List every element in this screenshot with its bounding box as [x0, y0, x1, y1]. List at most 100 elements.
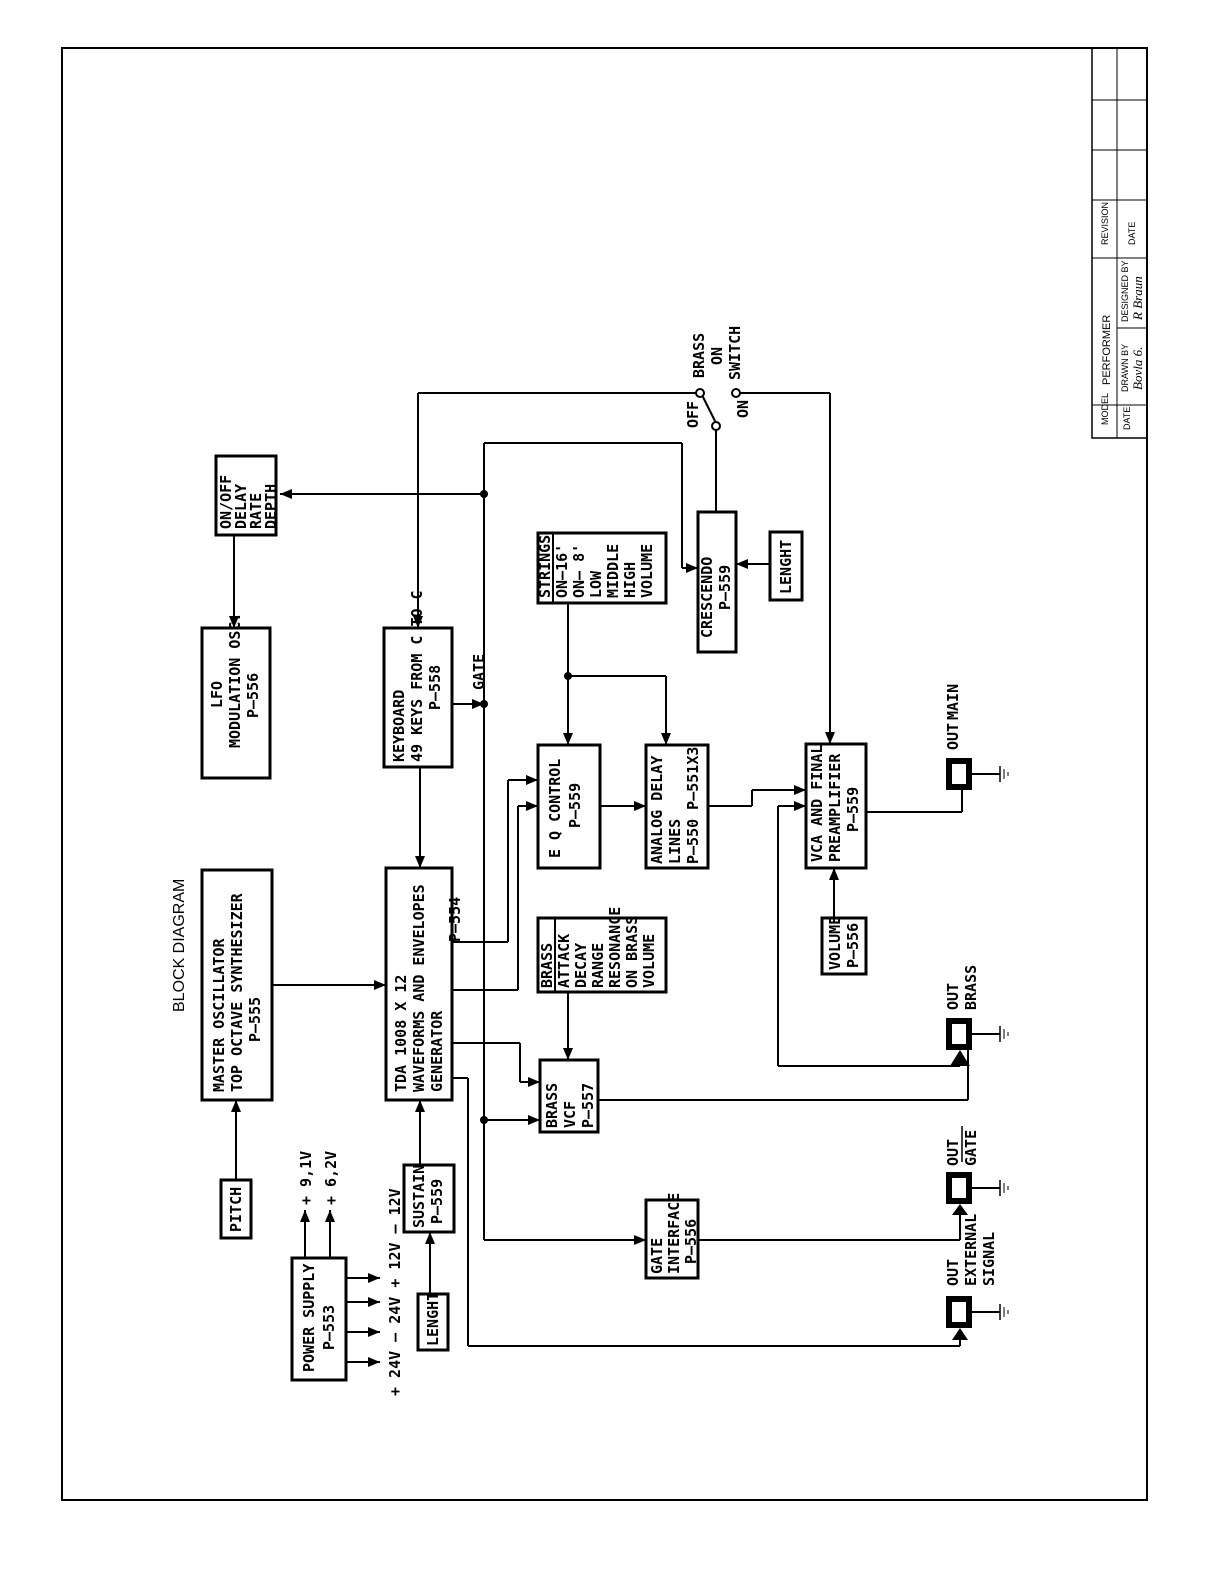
svg-text:MAIN: MAIN [944, 684, 962, 720]
gate-label: GATE [470, 654, 488, 690]
svg-text:RANGE: RANGE [589, 943, 607, 988]
svg-text:LOW: LOW [587, 570, 605, 598]
svg-text:OUT: OUT [944, 1259, 962, 1286]
svg-text:CRESCENDO: CRESCENDO [698, 557, 716, 638]
svg-text:BRASS: BRASS [538, 943, 556, 988]
junctions [480, 490, 572, 1124]
svg-text:LENGHT: LENGHT [777, 540, 795, 594]
svg-text:MODULATION OSC.: MODULATION OSC. [226, 613, 244, 748]
volume-block: VOLUME P—556 [820, 916, 868, 976]
brass-switch-label-1: BRASS [690, 333, 708, 378]
svg-text:P—559: P—559 [716, 565, 734, 610]
svg-text:STRINGS: STRINGS [536, 535, 554, 598]
svg-text:DELAY: DELAY [232, 484, 250, 529]
svg-text:P—553: P—553 [320, 1305, 338, 1350]
vca-preamplifier-block: VCA AND FINAL PREAMPLIFIER P—559 [804, 742, 868, 870]
svg-text:MASTER OSCILLATOR: MASTER OSCILLATOR [210, 938, 228, 1092]
model-label: MODEL [1100, 393, 1110, 425]
brass-controls-block: BRASS ATTACK DECAY RANGE RESONANCE ON BR… [536, 907, 668, 994]
drawn-by-signature: Bovla 6. [1130, 347, 1145, 390]
brass-switch-label-2: ON [708, 347, 726, 365]
svg-text:VOLUME: VOLUME [638, 544, 656, 598]
svg-text:PITCH: PITCH [227, 1187, 245, 1232]
svg-text:P—559: P—559 [566, 783, 584, 828]
svg-text:SUSTAIN: SUSTAIN [410, 1165, 428, 1228]
svg-text:MIDDLE: MIDDLE [604, 544, 622, 598]
svg-text:P—558: P—558 [426, 665, 444, 710]
gate-interface-block: GATE INTERFACE P—556 [644, 1193, 700, 1280]
eq-control-block: E Q CONTROL P—559 [536, 743, 602, 870]
svg-text:LENGHT: LENGHT [424, 1292, 442, 1346]
svg-text:VCF: VCF [561, 1101, 579, 1128]
wires [233, 392, 969, 1363]
svg-text:VOLUME: VOLUME [826, 916, 844, 970]
svg-text:ON— 8': ON— 8' [570, 544, 588, 598]
svg-text:ON/OFF: ON/OFF [217, 475, 235, 529]
pitch-block: PITCH [219, 1178, 253, 1240]
svg-text:BRASS: BRASS [543, 1083, 561, 1128]
power-supply-block: POWER SUPPLY P—553 [290, 1256, 348, 1382]
svg-text:SIGNAL: SIGNAL [980, 1232, 998, 1286]
svg-text:P—555: P—555 [246, 997, 264, 1042]
svg-text:P—559: P—559 [844, 787, 862, 832]
svg-text:49 KEYS FROM C TO C: 49 KEYS FROM C TO C [408, 590, 426, 762]
crescendo-length-block: LENGHT [768, 530, 804, 602]
svg-text:OUT: OUT [944, 723, 962, 750]
svg-text:HIGH: HIGH [621, 562, 639, 598]
revision-label: REVISION [1100, 202, 1110, 245]
svg-text:OUT: OUT [944, 1139, 962, 1166]
svg-text:DECAY: DECAY [572, 943, 590, 988]
svg-text:VCA AND FINAL: VCA AND FINAL [808, 745, 826, 862]
voltage-9v1: + 9,1V [297, 1151, 315, 1205]
svg-text:KEYBOARD: KEYBOARD [390, 690, 408, 762]
tda-waveform-generator-block: TDA 1008 X 12 WAVEFORMS AND ENVELOPES GE… [384, 866, 464, 1102]
title-block: MODEL PERFORMER REVISION DATE DRAWN BY D… [1091, 47, 1148, 439]
out-main-jack: OUT MAIN [944, 684, 1009, 790]
brass-vcf-block: BRASS VCF P—557 [538, 1058, 600, 1134]
svg-text:P—556: P—556 [844, 923, 862, 968]
lfo-block: LFO MODULATION OSC. P—556 [200, 613, 272, 780]
svg-text:POWER SUPPLY: POWER SUPPLY [300, 1264, 318, 1372]
crescendo-block: CRESCENDO P—559 [696, 510, 738, 654]
out-brass-jack: OUT BRASS [944, 965, 1009, 1066]
svg-text:GATE: GATE [648, 1238, 666, 1274]
arrowheads [229, 489, 839, 1367]
sustain-length-block: LENGHT [416, 1292, 450, 1352]
svg-text:BRASS: BRASS [962, 965, 980, 1010]
svg-text:P—554: P—554 [446, 897, 464, 942]
svg-text:RESONANCE: RESONANCE [606, 907, 624, 988]
out-gate-jack: OUT GATE [944, 1126, 1009, 1215]
svg-text:VOLUME: VOLUME [640, 934, 658, 988]
strings-block: STRINGS ON—16' ON— 8' LOW MIDDLE HIGH VO… [536, 531, 668, 605]
svg-text:P—556: P—556 [682, 1219, 700, 1264]
svg-text:E Q CONTROL: E Q CONTROL [546, 759, 564, 858]
brass-switch [695, 388, 741, 431]
diagram-title: BLOCK DIAGRAM [171, 879, 188, 1012]
svg-text:ANALOG DELAY: ANALOG DELAY [648, 756, 666, 864]
keyboard-block: KEYBOARD 49 KEYS FROM C TO C P—558 [382, 590, 454, 769]
svg-text:DEPTH: DEPTH [262, 484, 280, 529]
out-external-jack: OUT EXTERNAL SIGNAL [944, 1214, 1009, 1340]
switch-off-label: OFF [684, 401, 702, 428]
brass-switch-label-3: SWITCH [726, 326, 744, 380]
voltage-6v2: + 6,2V [322, 1151, 340, 1205]
designed-by-label: DESIGNED BY [1120, 260, 1130, 322]
svg-text:P—559: P—559 [428, 1179, 446, 1224]
svg-text:P—550 P—551X3: P—550 P—551X3 [684, 747, 702, 864]
sheet-border [61, 47, 1148, 1501]
svg-text:ATTACK: ATTACK [555, 934, 573, 988]
svg-text:GATE: GATE [962, 1130, 980, 1166]
svg-text:OUT: OUT [944, 983, 962, 1010]
master-oscillator-block: MASTER OSCILLATOR TOP OCTAVE SYNTHESIZER… [200, 868, 274, 1102]
date-label-2: DATE [1127, 222, 1137, 245]
model-value: PERFORMER [1101, 315, 1113, 385]
svg-text:PREAMPLIFIER: PREAMPLIFIER [826, 753, 844, 862]
svg-text:P—556: P—556 [244, 673, 262, 718]
svg-text:LINES: LINES [666, 819, 684, 864]
date-label: DATE [1122, 407, 1132, 430]
svg-text:RATE: RATE [247, 493, 265, 529]
svg-text:ON BRASS: ON BRASS [623, 916, 641, 988]
analog-delay-block: ANALOG DELAY LINES P—550 P—551X3 [644, 743, 710, 870]
svg-text:WAVEFORMS AND ENVELOPES: WAVEFORMS AND ENVELOPES [410, 884, 428, 1092]
svg-text:P—557: P—557 [579, 1083, 597, 1128]
